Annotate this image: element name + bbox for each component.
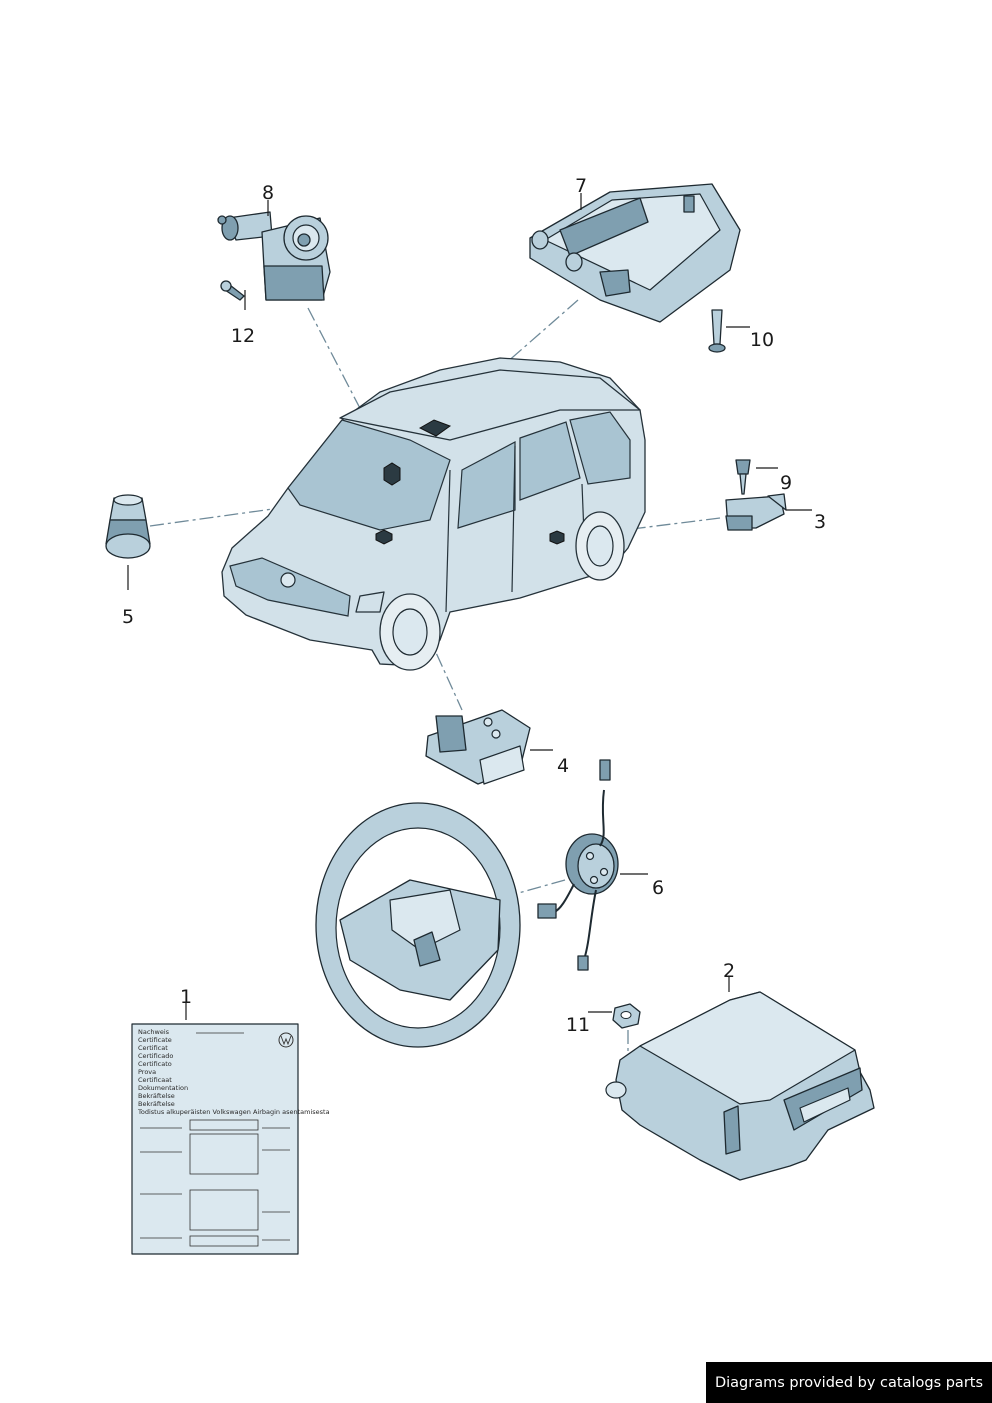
part-9-screw [735,459,751,495]
cert-line-1: Nachweis [138,1028,170,1036]
cert-line-9: Bekräftelse [138,1092,175,1100]
part-1-certificate: Nachweis Certificate Certificat Certific… [131,1023,330,1255]
part-12-bolt [220,280,245,301]
footer-credit-badge: Diagrams provided by catalogs parts [706,1362,992,1403]
callout-12: 12 [231,325,255,347]
part-8-motor [217,211,331,301]
cert-form-boxes [140,1119,290,1247]
part-3-crash-sensor [725,493,787,531]
marker-3 [549,530,565,545]
part-6-clock-spring [537,759,619,971]
leader-lines [127,193,812,1020]
part-5-sensor [105,494,151,559]
callout-9: 9 [780,472,792,494]
marker-7 [418,419,452,437]
vw-logo-icon [278,1032,294,1048]
cert-line-10: Bekräftelse [138,1100,175,1108]
cert-line-3: Certificat [138,1044,168,1052]
part-10-bolt [708,309,726,353]
part-4-connector-bracket [425,709,531,785]
cert-line-2: Certificate [138,1036,172,1044]
callout-2: 2 [723,960,735,982]
marker-4 [375,529,393,545]
callout-1: 1 [180,986,192,1008]
callout-6: 6 [652,877,664,899]
part-11-nut [612,1003,641,1029]
cert-line-6: Prova [138,1068,156,1076]
part-7-roof-module [529,183,741,323]
steering-wheel [315,802,521,1048]
callout-4: 4 [557,755,569,777]
van-illustration [221,357,646,671]
cert-footer-line: Todistus alkuperäisten Volkswagen Airbag… [137,1108,330,1116]
callout-8: 8 [262,182,274,204]
cert-line-8: Dokumentation [138,1084,188,1092]
footer-credit-text: Diagrams provided by catalogs parts [714,1374,984,1391]
cert-line-4: Certificado [138,1052,173,1060]
marker-8 [383,462,401,486]
part-2-airbag-control-unit [605,991,875,1181]
callout-11: 11 [566,1014,590,1036]
callout-10: 10 [750,329,774,351]
cert-line-7: Certificaat [138,1076,172,1084]
callout-7: 7 [575,175,587,197]
cert-line-5: Certificato [138,1060,172,1068]
callout-3: 3 [814,511,826,533]
callout-5: 5 [122,606,134,628]
